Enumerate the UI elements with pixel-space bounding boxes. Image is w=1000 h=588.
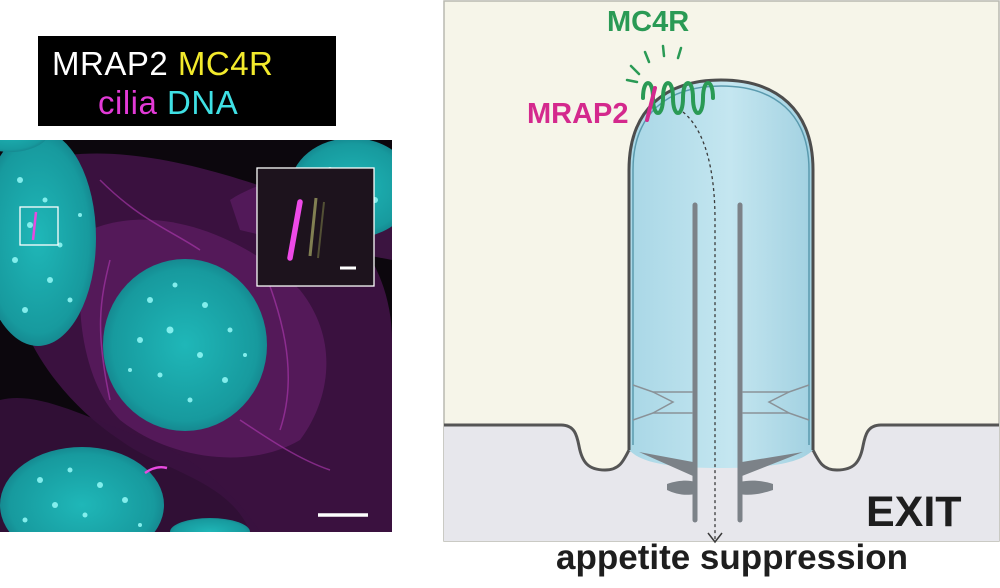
mrap2-protein xyxy=(645,86,657,122)
mc4r-label: MC4R xyxy=(607,6,690,38)
legend-mrap2: MRAP2 xyxy=(52,45,169,82)
legend-row-1: MRAP2 MC4R xyxy=(52,47,273,80)
inset-cilium-magenta xyxy=(287,199,303,261)
outcome-caption: appetite suppression xyxy=(556,538,909,577)
fluorescence-micrograph xyxy=(0,140,392,532)
inset-cilium-yellow xyxy=(308,197,318,257)
nucleus xyxy=(0,447,164,532)
legend-cilia: cilia xyxy=(98,84,158,121)
exit-label: EXIT xyxy=(866,488,962,536)
legend-mc4r: MC4R xyxy=(177,45,274,82)
transition-zone-links xyxy=(632,384,810,421)
transition-fiber-left xyxy=(639,452,693,476)
cell-body xyxy=(444,425,999,541)
legend-row-2: cilia DNA xyxy=(98,86,238,119)
primary-cilium xyxy=(629,80,813,468)
legend-dna: DNA xyxy=(167,84,239,121)
mc4r-activation-rays xyxy=(625,44,683,84)
signaling-path xyxy=(682,111,716,540)
cilium-stain xyxy=(31,211,38,241)
inset-panel xyxy=(256,167,375,287)
cilium-stain xyxy=(144,465,168,475)
nucleus xyxy=(0,140,46,152)
signaling-arrowhead xyxy=(707,532,723,544)
nucleus xyxy=(170,518,250,532)
inset-selection-box xyxy=(19,206,59,246)
nucleus xyxy=(103,259,267,431)
cilium-schematic xyxy=(443,0,1000,544)
micrograph-legend: MRAP2 MC4R cilia DNA xyxy=(38,36,336,126)
transition-fiber-right xyxy=(742,452,803,476)
nucleus xyxy=(0,140,96,346)
mrap2-label: MRAP2 xyxy=(527,98,629,130)
